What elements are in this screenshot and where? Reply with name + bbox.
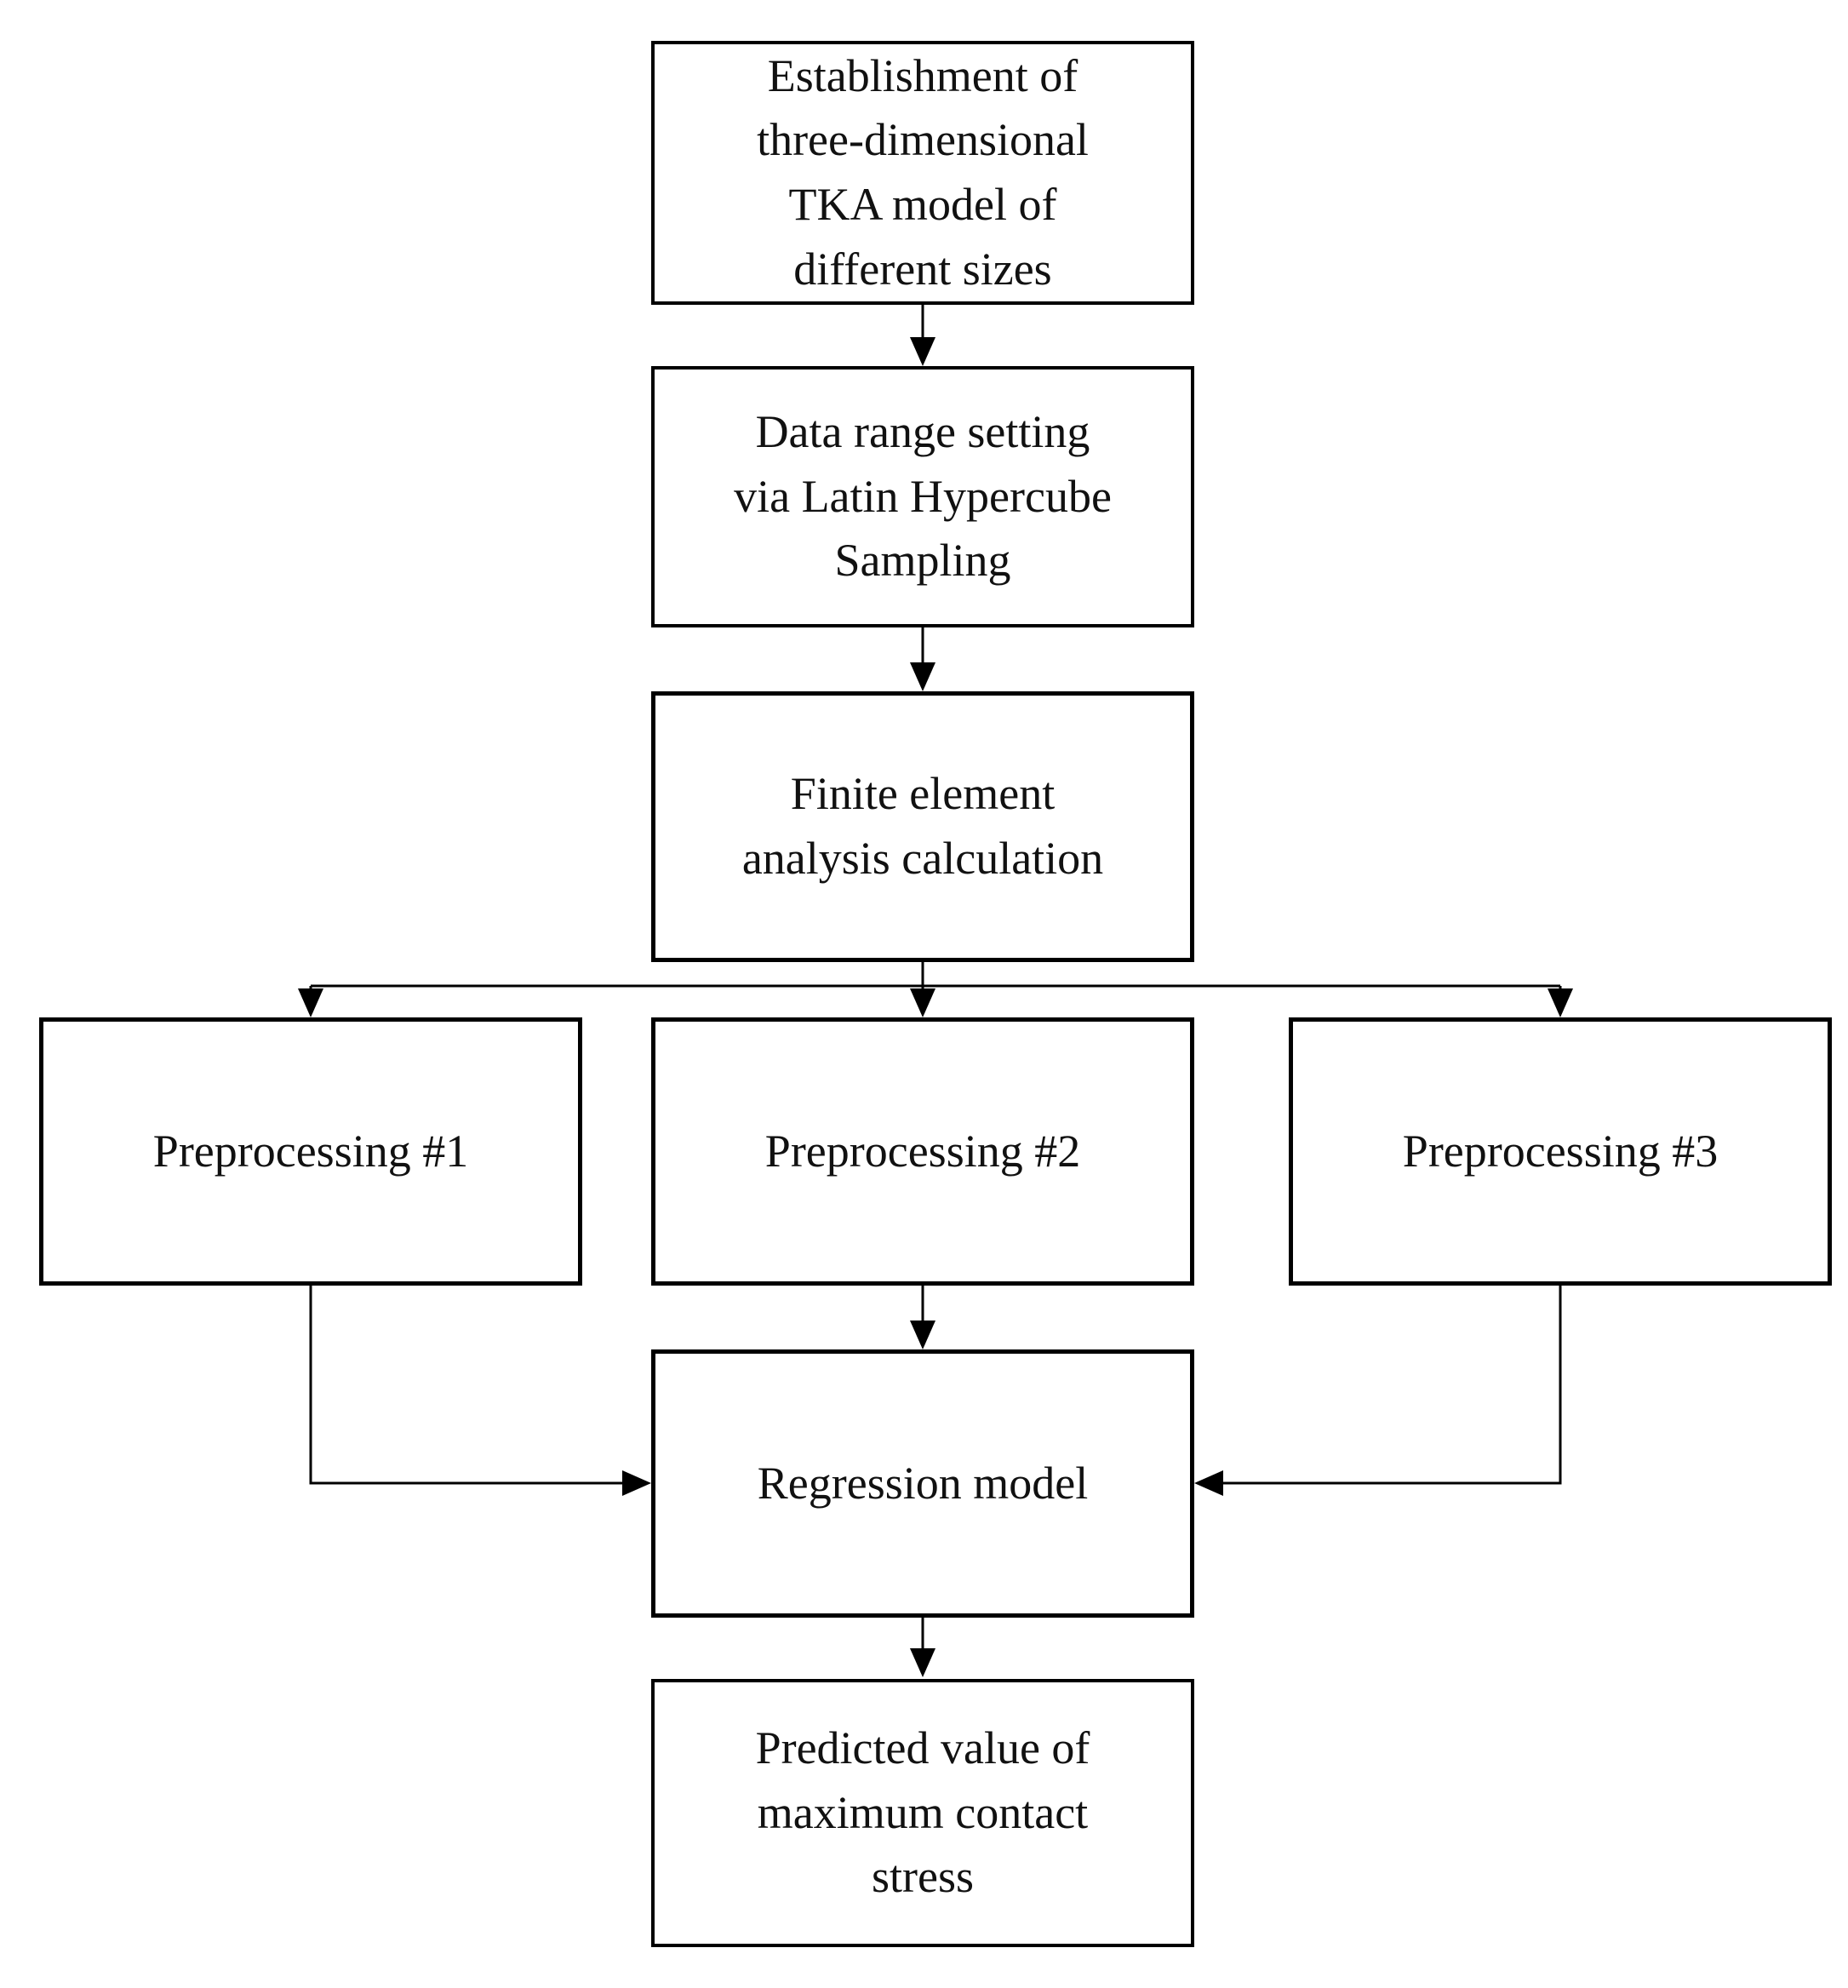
arrow-fea-to-preprocessing-2 (910, 986, 935, 1017)
arrow-fea-to-preprocessing-3 (1548, 986, 1573, 1017)
arrow-preprocessing-2-to-regression (910, 1286, 935, 1349)
node-predicted-value-label: Predicted value of maximum contact stres… (755, 1722, 1090, 1903)
node-establishment: Establishment of three-dimensional TKA m… (651, 41, 1194, 305)
node-regression-model-label: Regression model (757, 1457, 1089, 1509)
arrow-establishment-to-data-range (910, 305, 935, 366)
arrow-regression-to-predicted (910, 1618, 935, 1677)
node-preprocessing-1-label: Preprocessing #1 (152, 1125, 469, 1177)
node-predicted-value: Predicted value of maximum contact stres… (651, 1679, 1194, 1947)
node-establishment-label: Establishment of three-dimensional TKA m… (757, 49, 1089, 295)
node-data-range-setting: Data range setting via Latin Hypercube S… (651, 366, 1194, 627)
arrow-fea-to-preprocessing-1 (298, 986, 323, 1017)
node-preprocessing-3-label: Preprocessing #3 (1402, 1125, 1719, 1177)
node-preprocessing-1: Preprocessing #1 (39, 1017, 582, 1286)
arrow-preprocessing-3-to-regression (1194, 1286, 1562, 1496)
node-preprocessing-3: Preprocessing #3 (1289, 1017, 1832, 1286)
arrow-preprocessing-1-to-regression (309, 1286, 651, 1496)
branch-line-fea-outputs (311, 962, 1560, 988)
node-preprocessing-2-label: Preprocessing #2 (764, 1125, 1081, 1177)
node-finite-element-analysis: Finite element analysis calculation (651, 691, 1194, 962)
node-data-range-setting-label: Data range setting via Latin Hypercube S… (734, 406, 1112, 587)
arrow-data-range-to-fea (910, 627, 935, 691)
node-finite-element-analysis-label: Finite element analysis calculation (741, 768, 1104, 884)
node-regression-model: Regression model (651, 1349, 1194, 1618)
node-preprocessing-2: Preprocessing #2 (651, 1017, 1194, 1286)
